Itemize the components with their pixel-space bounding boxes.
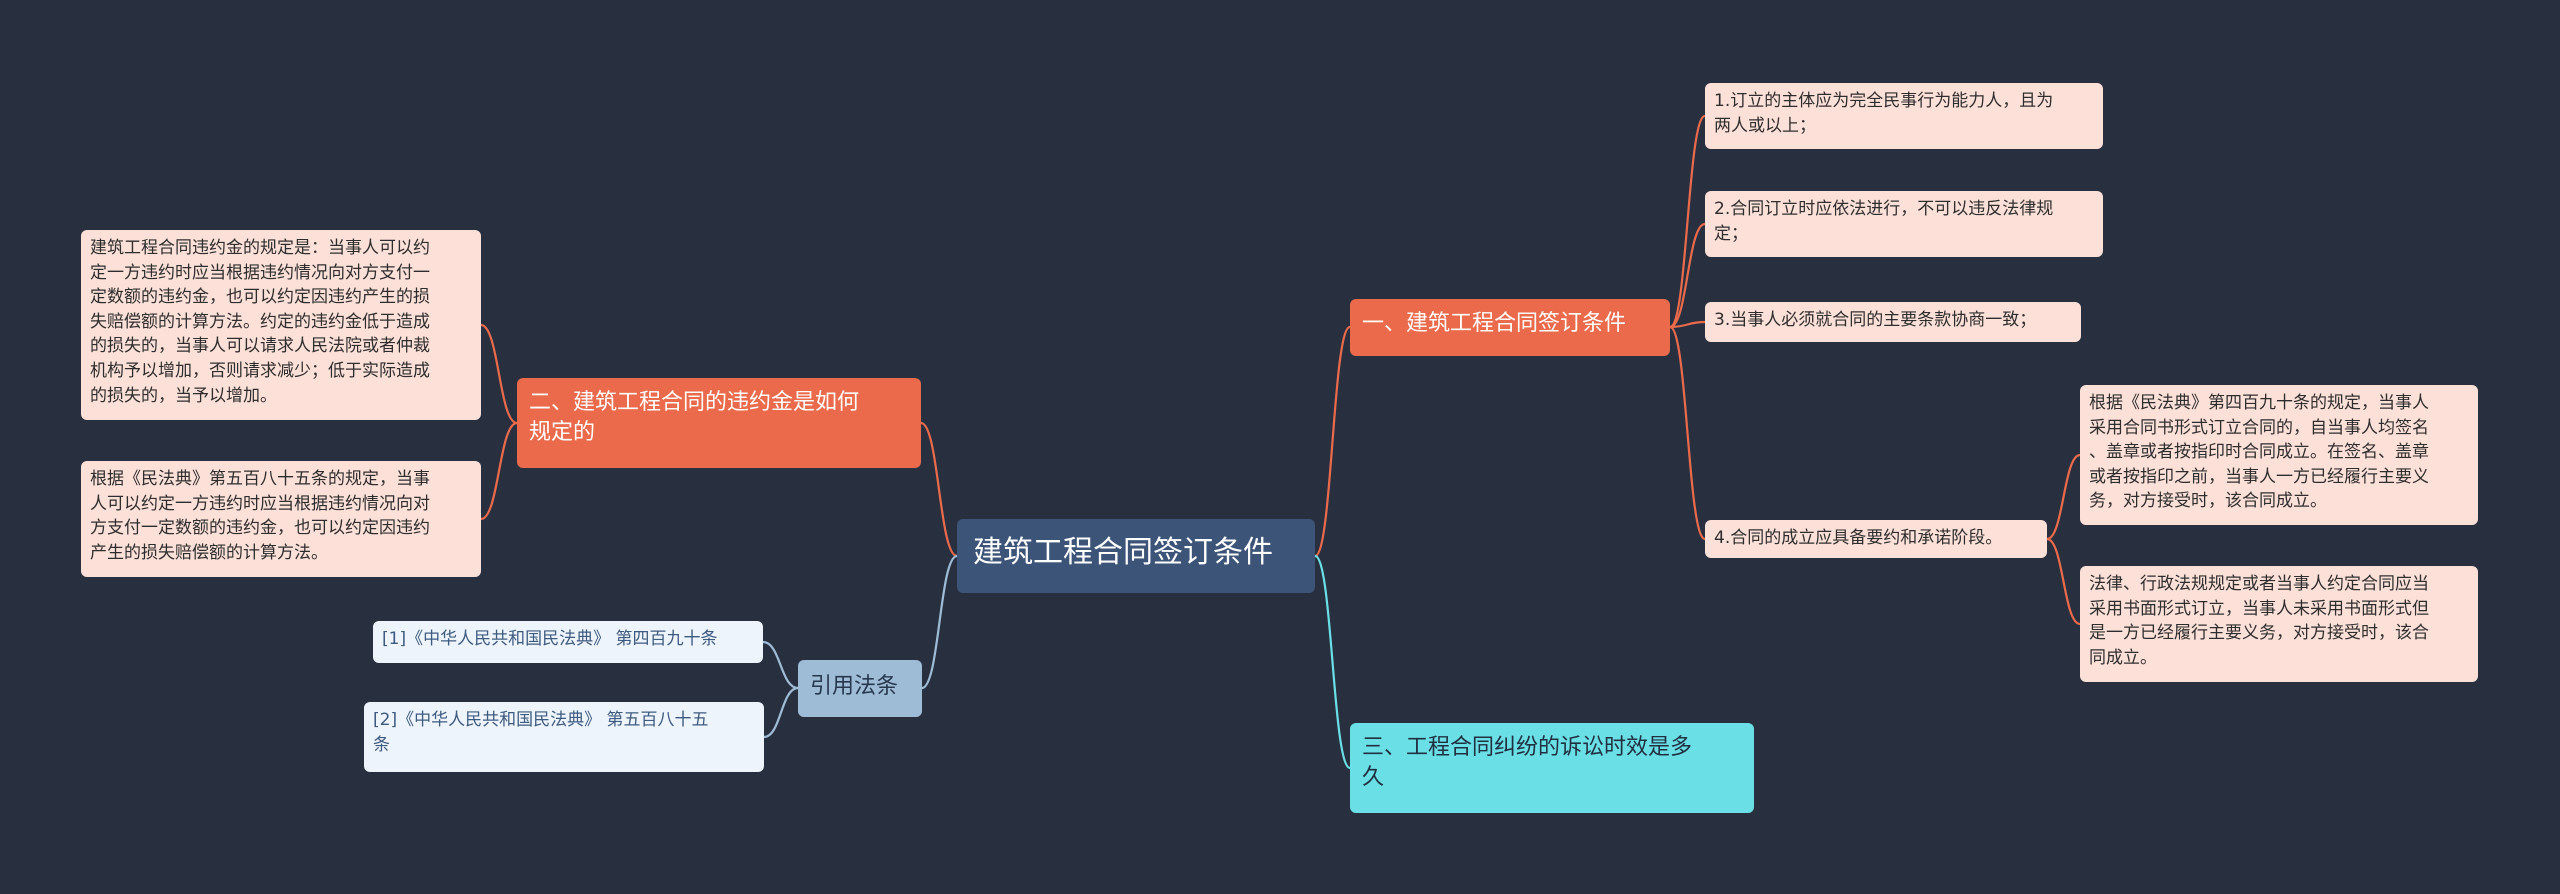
leaf-condition-3[interactable]: 3.当事人必须就合同的主要条款协商一致； — [1705, 302, 2081, 342]
link-b3-l2 — [763, 686, 799, 739]
leaf-penalty-explanation[interactable]: 建筑工程合同违约金的规定是：当事人可以约 定一方违约时应当根据违约情况向对方支付… — [81, 230, 481, 420]
link-b3-l1 — [762, 640, 799, 690]
branch-cited-laws[interactable]: 引用法条 — [798, 660, 922, 717]
link-b1-c4 — [1668, 325, 1707, 541]
leaf-citation-1[interactable]: [1]《中华人民共和国民法典》 第四百九十条 — [373, 621, 763, 663]
link-c4-s1 — [2046, 453, 2081, 541]
link-root-b1 — [1313, 325, 1352, 558]
leaf-civil-code-490[interactable]: 根据《民法典》第四百九十条的规定，当事人 采用合同书形式订立合同的，自当事人均签… — [2080, 385, 2478, 525]
root-node[interactable]: 建筑工程合同签订条件 — [957, 519, 1315, 593]
link-b2-l2 — [480, 421, 518, 521]
link-b1-c3 — [1669, 320, 1706, 329]
link-root-b3 — [921, 554, 958, 690]
branch-limitation-period[interactable]: 三、工程合同纠纷的诉讼时效是多 久 — [1350, 723, 1754, 813]
link-b1-c1 — [1668, 114, 1707, 329]
leaf-condition-1[interactable]: 1.订立的主体应为完全民事行为能力人，且为 两人或以上； — [1705, 83, 2103, 149]
branch-penalty-rules[interactable]: 二、建筑工程合同的违约金是如何 规定的 — [517, 378, 921, 468]
link-root-b2 — [920, 421, 958, 558]
leaf-civil-code-585[interactable]: 根据《民法典》第五百八十五条的规定，当事 人可以约定一方违约时应当根据违约情况向… — [81, 461, 481, 577]
leaf-citation-2[interactable]: [2]《中华人民共和国民法典》 第五百八十五 条 — [364, 702, 764, 772]
link-root-b4 — [1313, 554, 1352, 770]
leaf-written-form[interactable]: 法律、行政法规规定或者当事人约定合同应当 采用书面形式订立，当事人未采用书面形式… — [2080, 566, 2478, 682]
link-c4-s2 — [2046, 537, 2081, 626]
leaf-condition-2[interactable]: 2.合同订立时应依法进行，不可以违反法律规 定； — [1705, 191, 2103, 257]
branch-signing-conditions[interactable]: 一、建筑工程合同签订条件 — [1350, 299, 1670, 356]
link-b2-l1 — [480, 323, 518, 425]
leaf-condition-4[interactable]: 4.合同的成立应具备要约和承诺阶段。 — [1705, 520, 2047, 558]
link-b1-c2 — [1669, 222, 1706, 329]
